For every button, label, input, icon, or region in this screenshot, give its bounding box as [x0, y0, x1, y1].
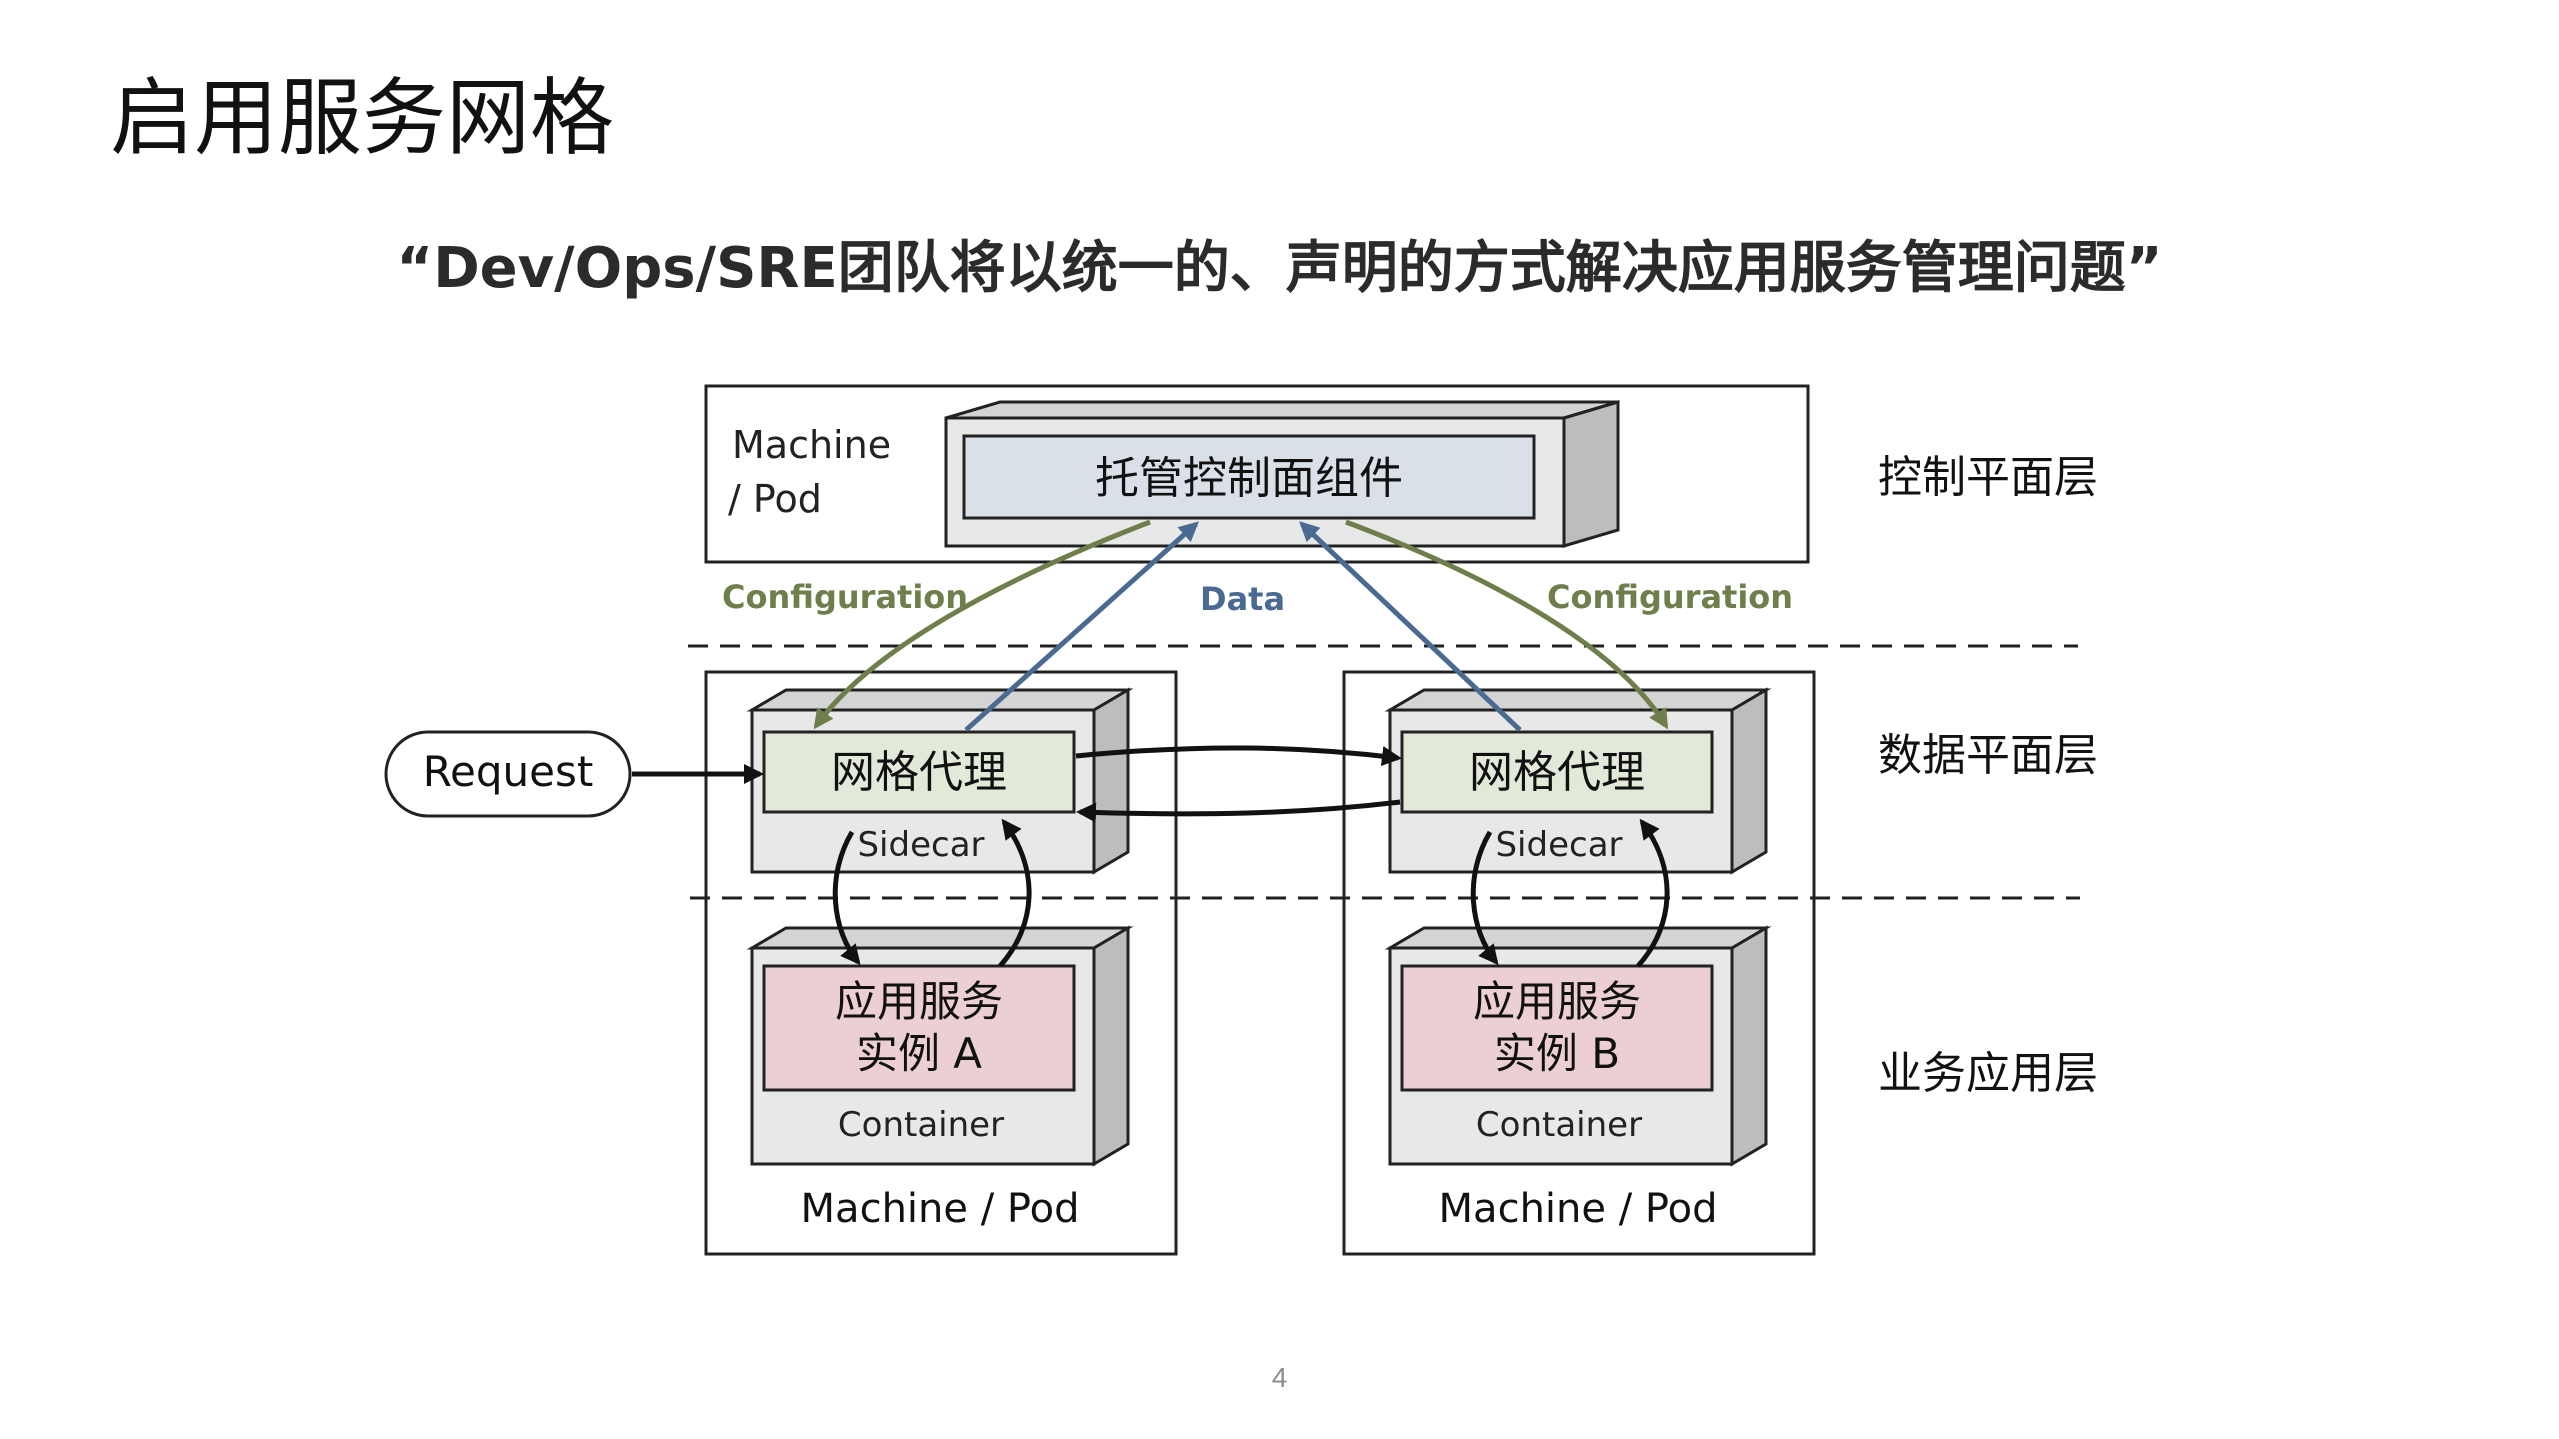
arrow-sidecar-to-service-a — [832, 830, 861, 966]
arrow-sidecar-to-service-b — [1470, 830, 1499, 966]
machine-pod-left-label: Machine / Pod — [801, 1186, 1080, 1232]
service-b-label-line1: 应用服务 — [1473, 977, 1641, 1026]
arrow-data-left — [964, 521, 1199, 732]
proxy-right-label: 网格代理 — [1469, 747, 1645, 798]
page-number: 4 — [1271, 1362, 1288, 1393]
config-label-left: Configuration — [722, 578, 968, 616]
proxy-left-box — [762, 730, 1076, 814]
container-right-label: Container — [1476, 1105, 1642, 1145]
arrow-config-right — [1345, 519, 1669, 730]
service-b-label-line2: 实例 B — [1494, 1029, 1620, 1078]
control-component-3d-box: 托管控制面组件 — [944, 399, 1620, 549]
arrow-data-right — [1299, 521, 1522, 732]
arrow-proxy-left-to-right — [1075, 745, 1402, 766]
service-a-box — [762, 964, 1076, 1092]
sidecar-left-label: Sidecar — [857, 825, 984, 865]
container-left-3d-box: 应用服务 实例 A Container — [746, 925, 1134, 1167]
sidecar-left-3d-box: 网格代理 Sidecar — [746, 687, 1134, 875]
service-a-label-line1: 应用服务 — [835, 977, 1003, 1026]
container-right-3d-box: 应用服务 实例 B Container — [1384, 925, 1772, 1167]
service-a-label-line2: 实例 A — [856, 1029, 982, 1078]
machine-pod-right-label: Machine / Pod — [1439, 1186, 1718, 1232]
layer-label-data-plane: 数据平面层 — [1878, 730, 2098, 781]
service-b-box — [1400, 964, 1714, 1092]
data-label: Data — [1200, 580, 1285, 618]
sidecar-right-3d-box: 网格代理 Sidecar — [1384, 687, 1772, 875]
config-label-right: Configuration — [1547, 578, 1793, 616]
arrow-proxy-right-to-left — [1076, 799, 1401, 823]
arrow-service-b-to-sidecar — [1636, 818, 1670, 968]
request-label: Request — [423, 747, 594, 796]
layer-label-business: 业务应用层 — [1878, 1048, 2098, 1099]
control-machine-label-line1: Machine — [732, 423, 891, 467]
control-machine-label-line2: / Pod — [728, 477, 822, 521]
request-node — [384, 730, 632, 818]
sidecar-right-label: Sidecar — [1495, 825, 1622, 865]
machine-pod-right-box — [1342, 670, 1816, 1256]
slide-subtitle-quote: “Dev/Ops/SRE团队将以统一的、声明的方式解决应用服务管理问题” — [396, 236, 2163, 301]
control-component-label: 托管控制面组件 — [1095, 453, 1403, 504]
arrow-config-left — [813, 519, 1151, 730]
arrow-service-a-to-sidecar — [998, 818, 1032, 968]
layer-label-control-plane: 控制平面层 — [1878, 452, 2098, 503]
proxy-left-label: 网格代理 — [831, 747, 1007, 798]
container-left-label: Container — [838, 1105, 1004, 1145]
slide-title: 启用服务网格 — [110, 69, 615, 167]
proxy-right-box — [1400, 730, 1714, 814]
machine-pod-left-box — [704, 670, 1178, 1256]
control-component-box — [962, 434, 1536, 520]
